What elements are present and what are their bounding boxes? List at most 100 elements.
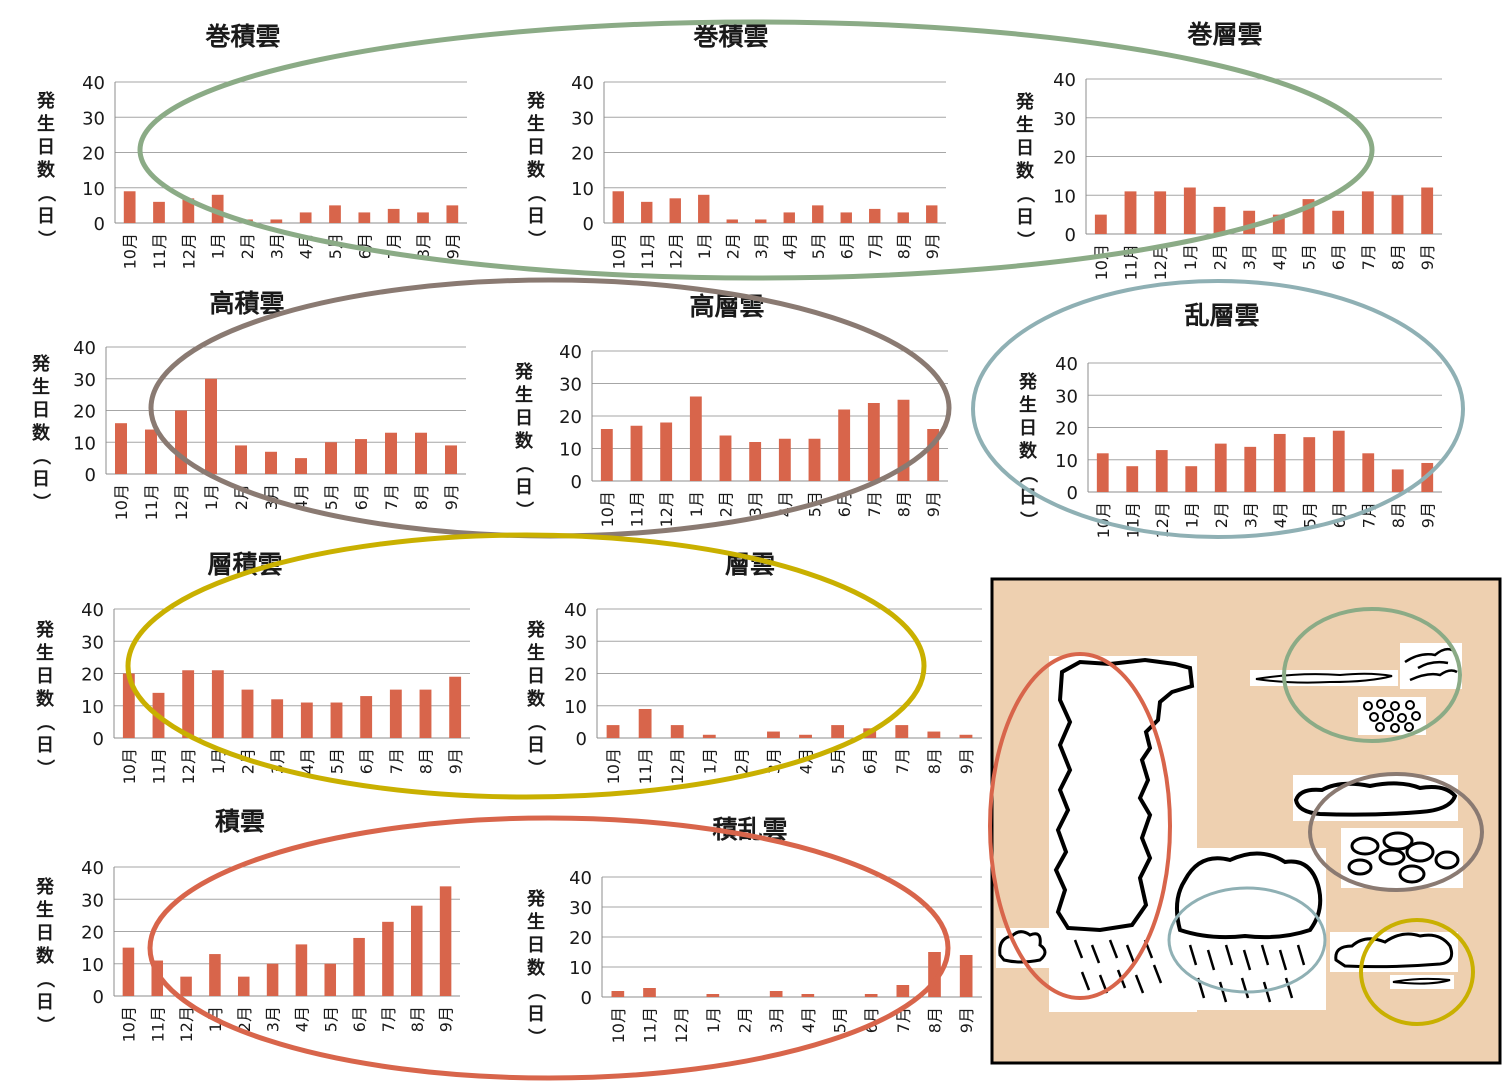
y-axis-label-char: 日 <box>32 400 50 421</box>
y-tick-label: 30 <box>81 890 104 911</box>
y-tick-label: 10 <box>73 433 96 454</box>
x-tick-label: 5月 <box>809 233 828 259</box>
bar <box>755 219 767 223</box>
y-axis-label-char: （ <box>34 970 55 988</box>
x-tick-label: 1月 <box>700 748 719 774</box>
y-axis-label-char: ） <box>34 1016 55 1034</box>
x-tick-label: 10月 <box>604 748 623 784</box>
y-tick-label: 40 <box>82 73 105 94</box>
x-tick-label: 10月 <box>609 233 628 269</box>
y-axis-label-char: ） <box>1017 511 1038 529</box>
bar <box>153 201 165 223</box>
bar <box>122 947 135 996</box>
y-tick-label: 0 <box>93 729 104 750</box>
x-tick-label: 5月 <box>326 233 345 259</box>
y-axis-label-char: 日 <box>36 735 54 756</box>
x-tick-label: 9月 <box>924 491 943 517</box>
bar <box>1124 191 1137 234</box>
bar <box>783 212 795 223</box>
bar <box>799 734 812 738</box>
x-tick-label: 1月 <box>695 233 714 259</box>
y-tick-label: 30 <box>559 375 582 396</box>
y-axis-label-char: 生 <box>515 384 533 406</box>
x-tick-label: 12月 <box>172 484 191 520</box>
bar <box>1332 430 1345 492</box>
y-axis-label-char: （ <box>1017 465 1038 483</box>
bar <box>959 955 973 997</box>
bar <box>1155 450 1168 492</box>
bar <box>831 725 845 738</box>
cumulonimbus-cloud-icon <box>1053 657 1195 933</box>
y-tick-label: 30 <box>569 898 592 919</box>
x-tick-label: 6月 <box>350 1006 369 1032</box>
x-tick-label: 5月 <box>328 748 347 774</box>
bar <box>698 194 710 223</box>
bar <box>670 725 684 738</box>
bar <box>410 905 423 996</box>
y-tick-label: 10 <box>559 440 582 461</box>
bar <box>1094 214 1107 234</box>
y-tick-label: 20 <box>1055 419 1078 440</box>
bar <box>689 396 702 481</box>
stratus-cloud-icon <box>1392 977 1451 985</box>
bar <box>630 425 643 481</box>
x-tick-label: 3月 <box>1241 502 1260 528</box>
y-axis-label-char: 発 <box>35 619 55 641</box>
y-tick-label: 0 <box>583 214 594 235</box>
x-tick-label: 4月 <box>298 748 317 774</box>
x-tick-label: 7月 <box>893 748 912 774</box>
x-tick-label: 8月 <box>414 233 433 259</box>
y-tick-label: 20 <box>82 144 105 165</box>
bar <box>897 212 909 223</box>
y-axis-label-char: 数 <box>36 945 55 967</box>
bar <box>358 212 371 223</box>
y-axis-label-char: 日 <box>1019 418 1037 439</box>
bar <box>151 960 164 996</box>
bar <box>211 194 224 223</box>
y-tick-label: 10 <box>81 697 104 718</box>
bar <box>600 429 613 481</box>
bar <box>1096 453 1109 492</box>
x-tick-label: 12月 <box>179 748 198 784</box>
y-tick-label: 40 <box>564 600 587 621</box>
bar <box>1213 206 1226 234</box>
x-tick-label: 1月 <box>687 491 706 517</box>
x-tick-label: 3月 <box>767 1007 786 1033</box>
bar <box>927 429 940 481</box>
x-tick-label: 8月 <box>408 1006 427 1032</box>
y-tick-label: 0 <box>1065 225 1076 246</box>
x-tick-label: 1月 <box>209 748 228 774</box>
y-tick-label: 30 <box>571 108 594 129</box>
x-tick-label: 1月 <box>209 233 228 259</box>
y-axis-label-char: 日 <box>37 206 55 227</box>
y-axis-label-char: 発 <box>526 90 546 112</box>
bar <box>1185 466 1198 492</box>
nimbostratus-rain-icon <box>1188 944 1306 1003</box>
y-axis-label-char: 数 <box>32 422 51 444</box>
y-tick-label: 0 <box>94 214 105 235</box>
y-axis-label-char: 生 <box>527 642 545 664</box>
bar <box>295 458 307 474</box>
y-axis-label-char: 日 <box>36 923 54 944</box>
x-tick-label: 7月 <box>866 233 885 259</box>
y-tick-label: 20 <box>73 402 96 423</box>
bar <box>353 937 365 996</box>
y-axis-label-char: 数 <box>37 159 56 181</box>
y-axis-label-char: ） <box>513 501 534 519</box>
y-axis-label-char: 日 <box>515 408 533 429</box>
y-tick-label: 10 <box>81 955 104 976</box>
ellipse-alto-group <box>148 277 952 539</box>
x-tick-label: 8月 <box>895 491 914 517</box>
y-axis-label-char: 数 <box>1016 160 1035 182</box>
y-tick-label: 10 <box>569 958 592 979</box>
bar <box>115 423 127 474</box>
ellipse-nimbo-group <box>971 279 1465 539</box>
bar <box>1421 187 1434 234</box>
x-tick-label: 11月 <box>1123 502 1142 538</box>
y-tick-label: 10 <box>564 697 587 718</box>
